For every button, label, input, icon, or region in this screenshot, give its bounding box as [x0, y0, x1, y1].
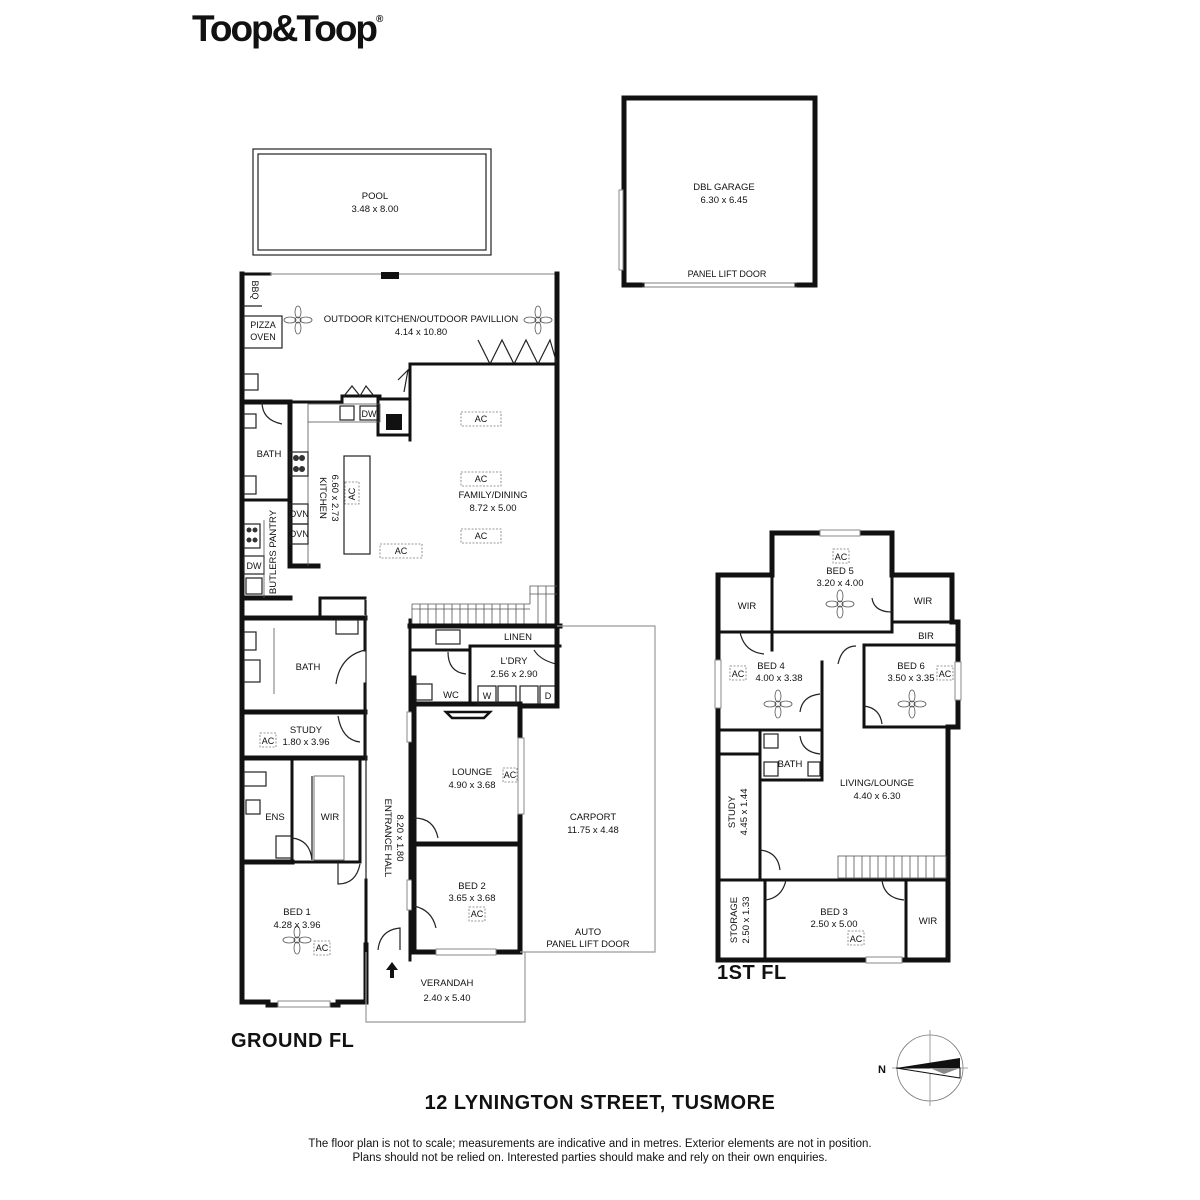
study-first-dims: 4.45 x 1.44	[739, 788, 750, 835]
carport-label: CARPORT	[570, 812, 616, 823]
ac-bed4: AC	[732, 669, 745, 679]
bed1-dims: 4.28 x 3.96	[273, 920, 320, 931]
ac-study: AC	[262, 736, 275, 746]
wir-first-left: WIR	[738, 601, 757, 612]
wc-label: WC	[443, 690, 459, 701]
linen-label: LINEN	[504, 632, 532, 643]
bed2-dims: 3.65 x 3.68	[448, 893, 495, 904]
verandah-label: VERANDAH	[421, 978, 474, 989]
bed3-dims: 2.50 x 5.00	[810, 919, 857, 930]
ac-bed2: AC	[471, 909, 484, 919]
garage-label: DBL GARAGE	[693, 182, 754, 193]
ground-floor: DW OVN OVN AC BBQ PIZZA OVEN DW	[239, 271, 656, 1023]
laundry-label: L'DRY	[501, 656, 529, 667]
ens-label: ENS	[265, 812, 285, 823]
garage-door-label: PANEL LIFT DOOR	[688, 269, 767, 279]
disclaimer: The floor plan is not to scale; measurem…	[240, 1137, 940, 1165]
bed1-label: BED 1	[283, 907, 310, 918]
butlers-label: BUTLERS PANTRY	[268, 509, 279, 594]
ac-bed1: AC	[316, 943, 329, 953]
ac-lounge: AC	[504, 770, 517, 780]
laundry-dims: 2.56 x 2.90	[490, 669, 537, 680]
ac-bed3: AC	[850, 934, 863, 944]
property-address: 12 LYNINGTON STREET, TUSMORE	[424, 1092, 776, 1114]
pool: POOL 3.48 x 8.00	[252, 148, 492, 256]
carport-dims: 11.75 x 4.48	[567, 825, 619, 836]
bath-upper-label: BATH	[257, 449, 282, 460]
bed5-dims: 3.20 x 4.00	[816, 578, 863, 589]
living-dims: 4.40 x 6.30	[853, 791, 900, 802]
ac-fam-3: AC	[475, 531, 488, 541]
lounge-dims: 4.90 x 3.68	[448, 780, 495, 791]
bed6-label: BED 6	[897, 661, 924, 672]
ac-bed6: AC	[939, 669, 952, 679]
kitchen-dims: 6.60 x 2.73	[329, 474, 340, 521]
verandah-dims: 2.40 x 5.40	[423, 993, 470, 1004]
w-label: W	[483, 691, 492, 701]
disclaimer-line-2: Plans should not be relied on. Intereste…	[352, 1152, 828, 1164]
hall-label: ENTRANCE HALL	[382, 799, 393, 878]
pizza-l1: PIZZA	[250, 320, 276, 330]
first-floor: AC AC AC AC	[714, 529, 962, 964]
ovn-2: OVN	[289, 529, 309, 539]
family-dims: 8.72 x 5.00	[469, 503, 516, 514]
ground-stairs	[411, 585, 557, 625]
garage: DBL GARAGE 6.30 x 6.45 PANEL LIFT DOOR	[618, 95, 818, 288]
outdoor-label: OUTDOOR KITCHEN/OUTDOOR PAVILLION	[324, 314, 519, 325]
disclaimer-line-1: The floor plan is not to scale; measurem…	[308, 1138, 872, 1150]
dw-butlers: DW	[247, 561, 262, 571]
first-floor-title: 1ST FL	[717, 962, 787, 984]
compass: N	[878, 1030, 968, 1106]
ground-floor-title: GROUND FL	[231, 1030, 355, 1052]
outdoor-dims: 4.14 x 10.80	[395, 327, 447, 338]
ac-bed5: AC	[835, 552, 848, 562]
study-dims: 1.80 x 3.96	[282, 737, 329, 748]
lounge-label: LOUNGE	[452, 767, 492, 778]
storage-label: STORAGE	[729, 897, 740, 943]
garage-dims: 6.30 x 6.45	[700, 195, 747, 206]
ac-fam-2: AC	[475, 474, 488, 484]
living-label: LIVING/LOUNGE	[840, 778, 914, 789]
first-stairs	[837, 855, 947, 879]
dw-kitchen: DW	[362, 409, 377, 419]
auto-door-l2: PANEL LIFT DOOR	[546, 939, 629, 950]
bath-first-label: BATH	[778, 759, 803, 770]
pool-dims: 3.48 x 8.00	[351, 204, 398, 215]
study-label: STUDY	[290, 725, 323, 736]
bed6-dims: 3.50 x 3.35	[887, 673, 934, 684]
pool-label: POOL	[362, 191, 388, 202]
ac-fam-1: AC	[475, 414, 488, 424]
wir-first-bottom: WIR	[919, 916, 938, 927]
bir-label: BIR	[918, 631, 934, 642]
bath-lower-label: BATH	[296, 662, 321, 673]
pizza-l2: OVEN	[250, 332, 276, 342]
bed4-dims: 4.00 x 3.38	[755, 673, 802, 684]
auto-door-l1: AUTO	[575, 927, 601, 938]
ac-fam-4: AC	[395, 546, 408, 556]
ac-island: AC	[347, 487, 357, 500]
bed2-label: BED 2	[458, 881, 485, 892]
family-label: FAMILY/DINING	[459, 490, 528, 501]
compass-north: N	[878, 1064, 886, 1076]
kitchen-label: KITCHEN	[317, 477, 328, 519]
brand-logo: Toop&Toop®	[192, 8, 384, 49]
study-first-label: STUDY	[727, 795, 738, 828]
bed5-label: BED 5	[826, 566, 853, 577]
hall-dims: 8.20 x 1.80	[394, 814, 405, 861]
wir-first-right: WIR	[914, 596, 933, 607]
bbq-label: BBQ	[250, 280, 260, 299]
storage-dims: 2.50 x 1.33	[741, 896, 752, 943]
d-label: D	[545, 691, 552, 701]
ovn-1: OVN	[289, 509, 309, 519]
wir-ground-label: WIR	[321, 812, 340, 823]
bed4-label: BED 4	[757, 661, 784, 672]
bed3-label: BED 3	[820, 907, 847, 918]
